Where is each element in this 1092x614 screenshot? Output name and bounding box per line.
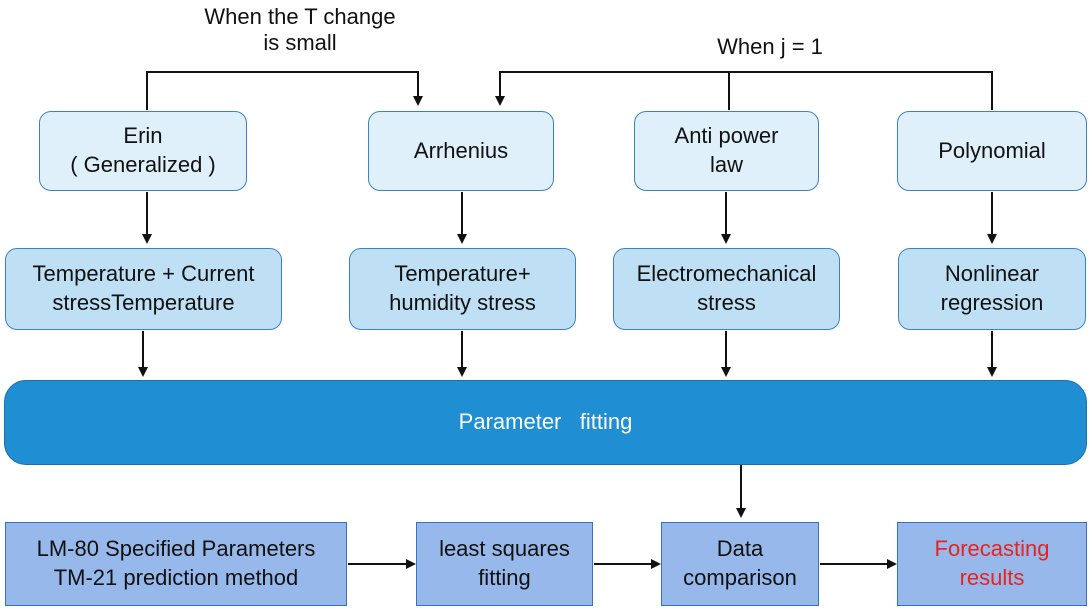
model-anti-power-law: Anti power law [634,111,819,191]
step-lm80-tm21: LM-80 Specified Parameters TM-21 predict… [5,522,347,606]
model-arrhenius: Arrhenius [368,111,554,191]
model-arrhenius-label: Arrhenius [413,137,509,163]
stress-temperature-humidity: Temperature+ humidity stress [349,248,576,330]
j-equals-connector [495,71,993,110]
step-data-comparison: Data comparison [661,522,819,606]
step-least-squares: least squares fitting [416,522,593,606]
stress-electromechanical-label: Electromechanical stress [636,261,817,315]
step-lm80-tm21-label: LM-80 Specified Parameters TM-21 predict… [36,536,316,590]
stress-temperature-current: Temperature + Current stressTemperature [5,248,282,330]
step-forecasting-results: Forecasting results [897,522,1087,606]
stress-nonlinear-regression-label: Nonlinear regression [940,261,1044,315]
model-polynomial: Polynomial [897,111,1087,191]
parameter-fitting-band: Parameter fitting [4,380,1087,465]
t-change-annotation: When the T change is small [204,4,396,56]
step-data-comparison-label: Data comparison [683,536,797,590]
stress-electromechanical: Electromechanical stress [613,248,840,330]
model-erin: Erin ( Generalized ) [39,111,247,191]
stress-temperature-current-label: Temperature + Current stressTemperature [32,261,255,315]
step-forecasting-results-label: Forecasting results [934,536,1050,590]
stress-nonlinear-regression: Nonlinear regression [898,248,1086,330]
stress-temperature-humidity-label: Temperature+ humidity stress [389,261,536,315]
model-erin-label: Erin ( Generalized ) [70,123,216,177]
step-least-squares-label: least squares fitting [439,536,570,590]
parameter-fitting-label: Parameter fitting [458,409,633,435]
model-anti-power-law-label: Anti power law [674,123,779,177]
j-equals-annotation: When j = 1 [717,34,823,59]
t-change-connector [146,71,423,110]
model-polynomial-label: Polynomial [938,137,1046,163]
